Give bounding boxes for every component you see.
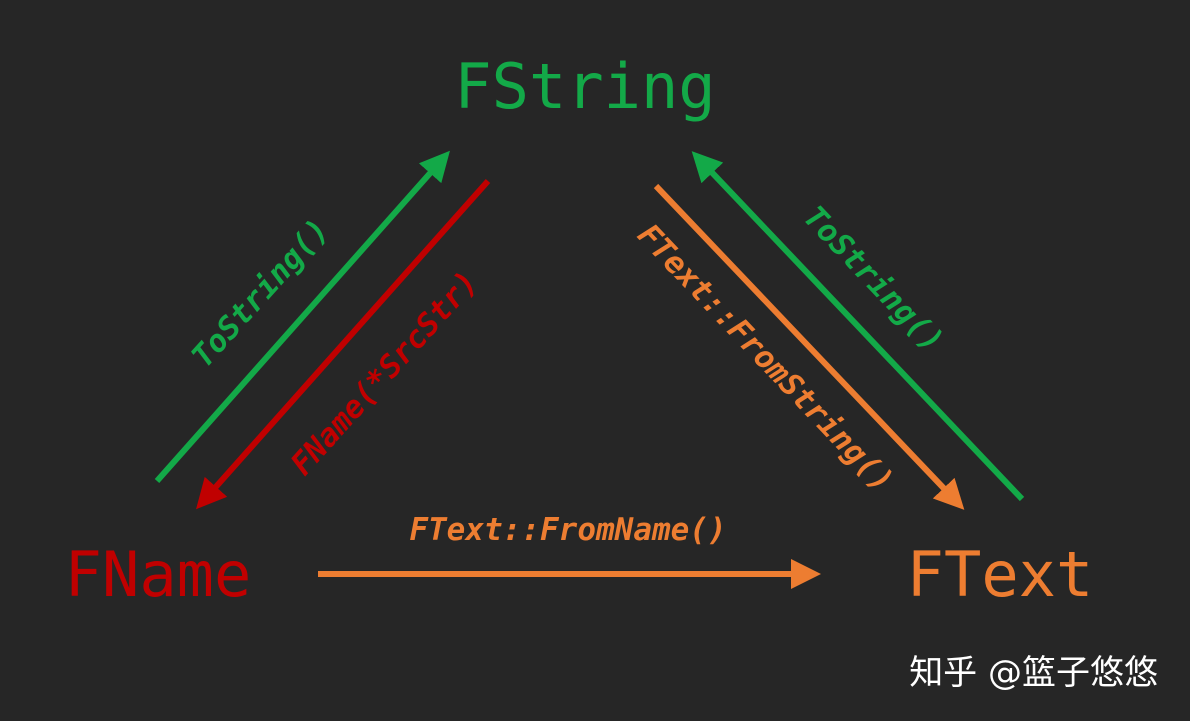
node-ftext: FText bbox=[907, 538, 1094, 611]
node-fstring: FString bbox=[454, 50, 715, 123]
arrow-ftext-to-fstring bbox=[691, 151, 1025, 502]
node-fname: FName bbox=[65, 538, 252, 611]
arrow-fname-to-fstring bbox=[154, 150, 450, 483]
arrow-fstring-to-ftext bbox=[653, 183, 965, 510]
arrow-fstring-to-fname bbox=[196, 179, 491, 510]
watermark-text: 知乎 @篮子悠悠 bbox=[909, 653, 1158, 693]
edge-label-ftext-to-fstring: ToString() bbox=[796, 199, 951, 359]
edge-label-fname-to-fstring: ToString() bbox=[185, 212, 337, 375]
edge-label-fname-to-ftext: FText::FromName() bbox=[409, 512, 726, 548]
